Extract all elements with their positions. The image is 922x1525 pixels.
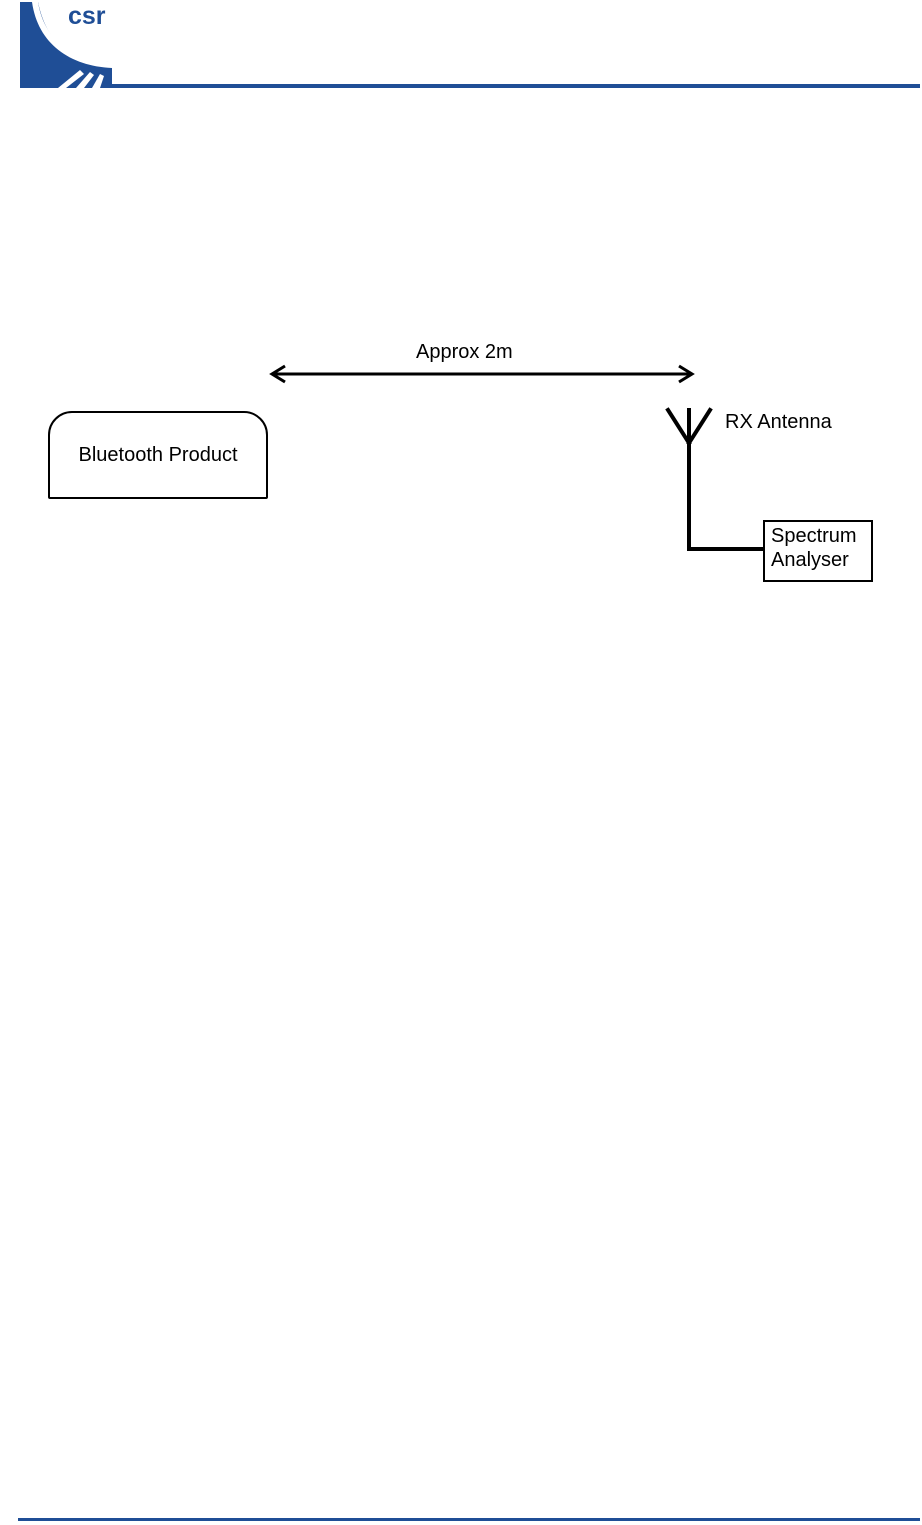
distance-label: Approx 2m (416, 340, 513, 364)
footer-rule (18, 1518, 920, 1521)
analyser-label-line1: Spectrum (771, 524, 871, 548)
rx-antenna-label: RX Antenna (725, 410, 832, 434)
analyser-label-line2: Analyser (771, 548, 871, 572)
distance-arrow (272, 366, 692, 382)
bluetooth-product-box: Bluetooth Product (48, 411, 268, 499)
bluetooth-product-label: Bluetooth Product (79, 443, 238, 467)
spectrum-analyser-box: Spectrum Analyser (763, 520, 873, 582)
